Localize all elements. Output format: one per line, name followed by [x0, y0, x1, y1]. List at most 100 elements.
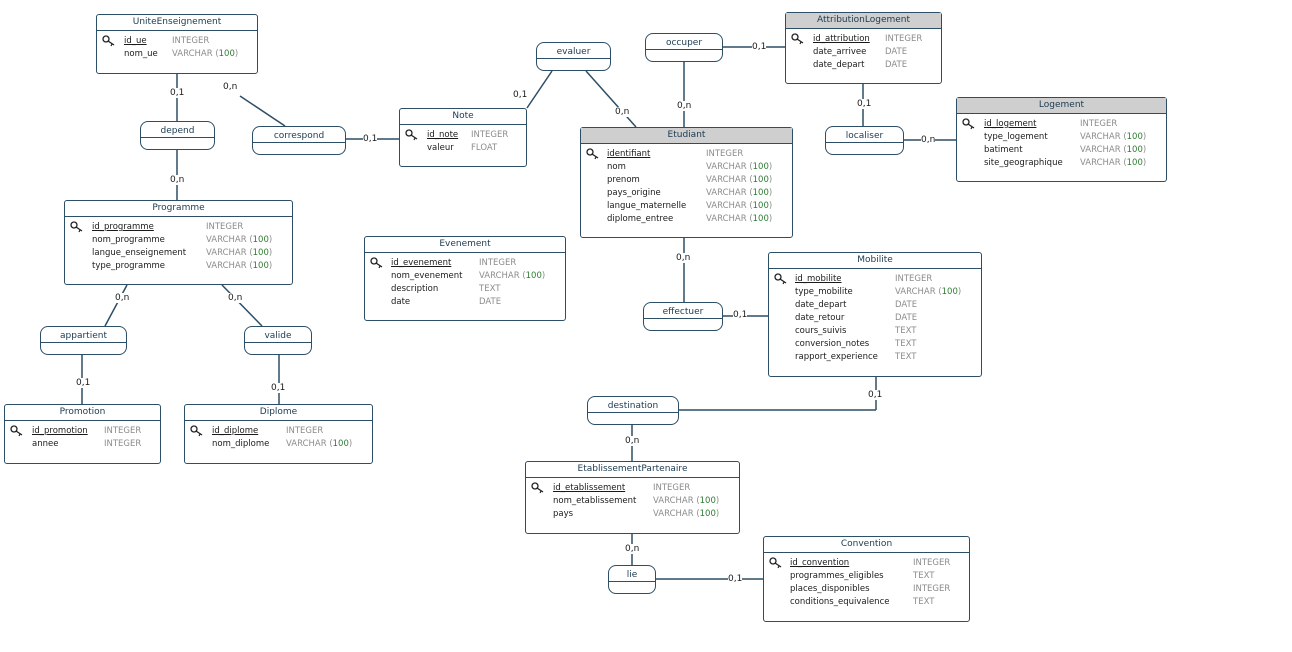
relation-correspond[interactable]: correspond [252, 126, 346, 155]
relation-divider [245, 342, 311, 343]
attribute-name: rapport_experience [795, 352, 878, 362]
attribute-type: INTEGER [913, 558, 951, 568]
attribute-type: VARCHAR (100) [706, 201, 773, 211]
connector-line [585, 70, 637, 128]
primary-key-row: id_attribution INTEGER [786, 33, 941, 46]
cardinality-label: 0,n [677, 101, 692, 111]
cardinality-label: 0,n [921, 135, 936, 145]
attribute-name: id_note [427, 130, 459, 140]
attribute-name: programmes_eligibles [790, 571, 884, 581]
attribute-name: identifiant [607, 149, 651, 159]
entity-title: Note [400, 109, 526, 125]
attribute-name: id_ue [124, 36, 147, 46]
relation-localiser[interactable]: localiser [825, 126, 904, 155]
attribute-type: INTEGER [885, 34, 923, 44]
attribute-type: VARCHAR (100) [653, 509, 720, 519]
attribute-name: id_programme [92, 222, 154, 232]
attribute-type: VARCHAR (100) [286, 439, 353, 449]
attribute-type: VARCHAR (100) [706, 162, 773, 172]
primary-key-icon [531, 482, 545, 494]
cardinality-label: 0,n [676, 253, 691, 263]
attribute-name: date_depart [813, 60, 865, 70]
attribute-name: conversion_notes [795, 339, 870, 349]
attribute-name: langue_enseignement [92, 248, 187, 258]
attribute-type: INTEGER [471, 130, 509, 140]
attribute-name: date_depart [795, 300, 847, 310]
relation-occuper[interactable]: occuper [645, 33, 723, 62]
attribute-name: diplome_entree [607, 214, 674, 224]
attribute-type: VARCHAR (100) [479, 271, 546, 281]
attribute-type: TEXT [913, 597, 935, 607]
relation-label: evaluer [556, 47, 591, 57]
attribute-type: VARCHAR (100) [895, 287, 962, 297]
attribute-type: INTEGER [895, 274, 933, 284]
attribute-row: programmes_eligibles TEXT [764, 570, 969, 583]
cardinality-label: 0,1 [76, 378, 91, 388]
relation-effectuer[interactable]: effectuer [643, 302, 723, 331]
attribute-row: pays VARCHAR (100) [526, 508, 739, 521]
relation-lie[interactable]: lie [608, 565, 656, 594]
cardinality-label: 0,1 [728, 574, 743, 584]
attribute-name: id_attribution [813, 34, 870, 44]
attribute-type: VARCHAR (100) [706, 188, 773, 198]
cardinality-label: 0,1 [363, 134, 378, 144]
attribute-type: INTEGER [104, 426, 142, 436]
attribute-type: TEXT [479, 284, 501, 294]
attribute-name: id_logement [984, 119, 1037, 129]
cardinality-label: 0,1 [170, 88, 185, 98]
attribute-name: batiment [984, 145, 1023, 155]
relation-valide[interactable]: valide [244, 326, 312, 355]
attribute-type: FLOAT [471, 143, 498, 153]
attribute-name: type_logement [984, 132, 1048, 142]
relation-evaluer[interactable]: evaluer [536, 42, 611, 71]
entity-title: Evenement [365, 237, 565, 253]
attribute-type: VARCHAR (100) [1080, 132, 1147, 142]
relation-label: localiser [845, 131, 884, 141]
attribute-type: TEXT [895, 352, 917, 362]
attribute-name: conditions_equivalence [790, 597, 890, 607]
relation-appartient[interactable]: appartient [40, 326, 127, 355]
entity-title: Convention [764, 537, 969, 553]
primary-key-icon [70, 221, 84, 233]
attribute-type: TEXT [913, 571, 935, 581]
relation-depend[interactable]: depend [140, 121, 215, 150]
attribute-type: VARCHAR (100) [706, 214, 773, 224]
relation-label: valide [264, 331, 292, 341]
attribute-type: VARCHAR (100) [1080, 145, 1147, 155]
attribute-type: INTEGER [479, 258, 517, 268]
relation-label: appartient [60, 331, 107, 341]
attribute-row: diplome_entree VARCHAR (100) [581, 213, 792, 226]
attribute-name: nom_diplome [212, 439, 270, 449]
attribute-type: VARCHAR (100) [706, 175, 773, 185]
relation-divider [537, 58, 610, 59]
relation-label: depend [160, 126, 195, 136]
relation-destination[interactable]: destination [587, 396, 679, 425]
attribute-name: pays [553, 509, 574, 519]
attribute-name: id_diplome [212, 426, 259, 436]
attribute-name: description [391, 284, 439, 294]
relation-label: lie [626, 570, 638, 580]
